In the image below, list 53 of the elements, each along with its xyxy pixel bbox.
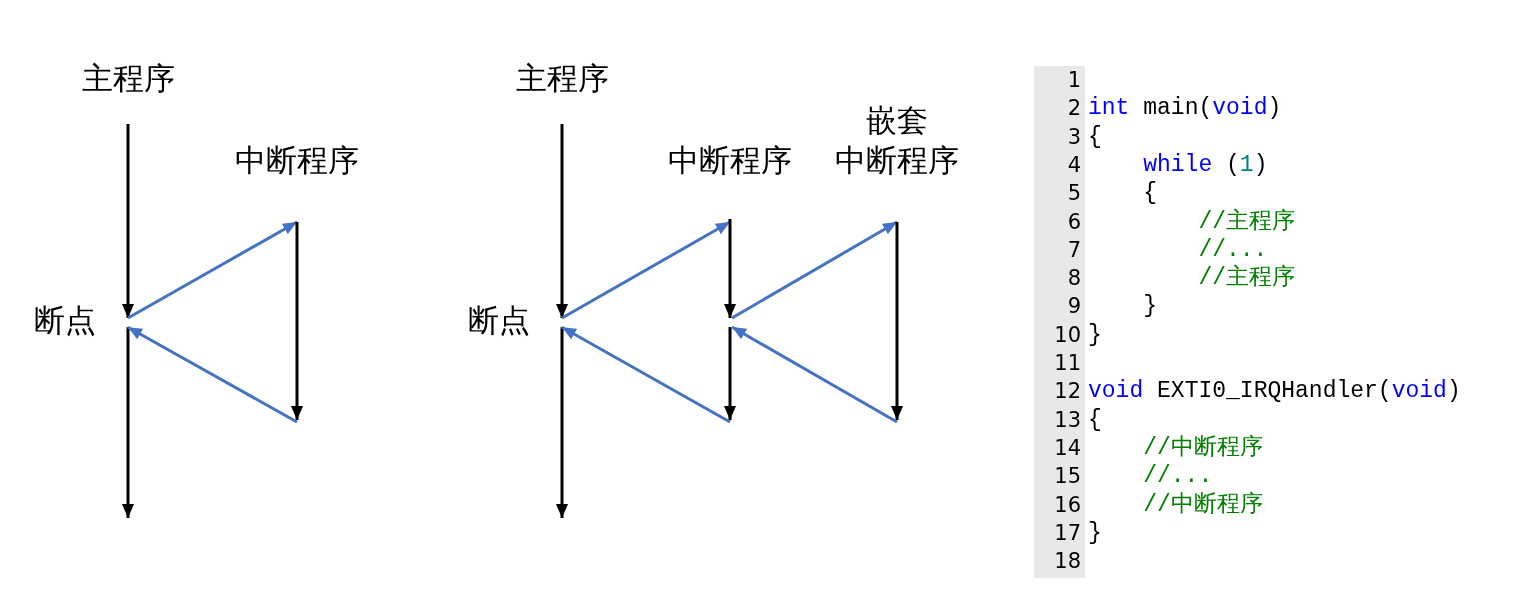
text-label: 断点 <box>34 301 96 340</box>
arrow <box>291 222 303 420</box>
code-line: { <box>1143 179 1157 208</box>
line-number: 14 <box>1053 434 1081 462</box>
line-number: 7 <box>1066 236 1081 264</box>
text-label: 嵌套 <box>866 101 928 140</box>
arrow <box>731 220 898 320</box>
code-line: //中断程序 <box>1143 433 1263 462</box>
text-label: 主程序 <box>515 59 609 98</box>
arrow <box>127 325 298 424</box>
line-number: 17 <box>1053 519 1081 547</box>
text-label: 中断程序 <box>235 141 359 180</box>
line-number: 6 <box>1066 208 1081 236</box>
code-line: } <box>1088 518 1102 547</box>
code-line: //主程序 <box>1198 207 1295 236</box>
code-line: //中断程序 <box>1143 490 1263 519</box>
arrow <box>556 124 568 318</box>
line-number: 1 <box>1066 67 1081 94</box>
arrow <box>561 325 731 424</box>
line-number: 15 <box>1053 463 1081 491</box>
code-line: } <box>1143 292 1157 321</box>
line-number: 9 <box>1066 293 1081 321</box>
arrow <box>891 222 903 420</box>
arrow <box>122 124 134 318</box>
text-label: 中断程序 <box>668 141 792 180</box>
code-line: void EXTI0_IRQHandler(void) <box>1088 377 1461 406</box>
line-number: 12 <box>1053 378 1081 406</box>
arrow <box>561 220 731 320</box>
code-line: int main(void) <box>1088 94 1282 123</box>
line-number: 10 <box>1053 321 1081 349</box>
line-number: 4 <box>1066 151 1081 179</box>
text-label: 中断程序 <box>835 141 959 180</box>
line-number: 5 <box>1066 180 1081 208</box>
code-line: { <box>1088 122 1102 151</box>
code-line: //主程序 <box>1198 264 1295 293</box>
code-line: //... <box>1143 462 1213 491</box>
line-number: 8 <box>1066 265 1081 293</box>
line-number: 2 <box>1066 95 1081 123</box>
arrow <box>724 219 736 318</box>
line-number: 3 <box>1066 123 1081 151</box>
code-line: } <box>1088 320 1102 349</box>
line-number: 16 <box>1053 491 1081 519</box>
text-label: 主程序 <box>81 59 175 98</box>
arrow <box>127 220 298 320</box>
code-line: while (1) <box>1143 150 1268 179</box>
line-number: 18 <box>1053 548 1081 576</box>
arrow <box>122 327 134 518</box>
line-number: 11 <box>1053 350 1081 377</box>
code-line: { <box>1088 405 1102 434</box>
code-line: //... <box>1198 235 1268 264</box>
text-label: 断点 <box>468 301 530 340</box>
line-number: 13 <box>1053 406 1081 434</box>
arrow <box>556 327 568 518</box>
